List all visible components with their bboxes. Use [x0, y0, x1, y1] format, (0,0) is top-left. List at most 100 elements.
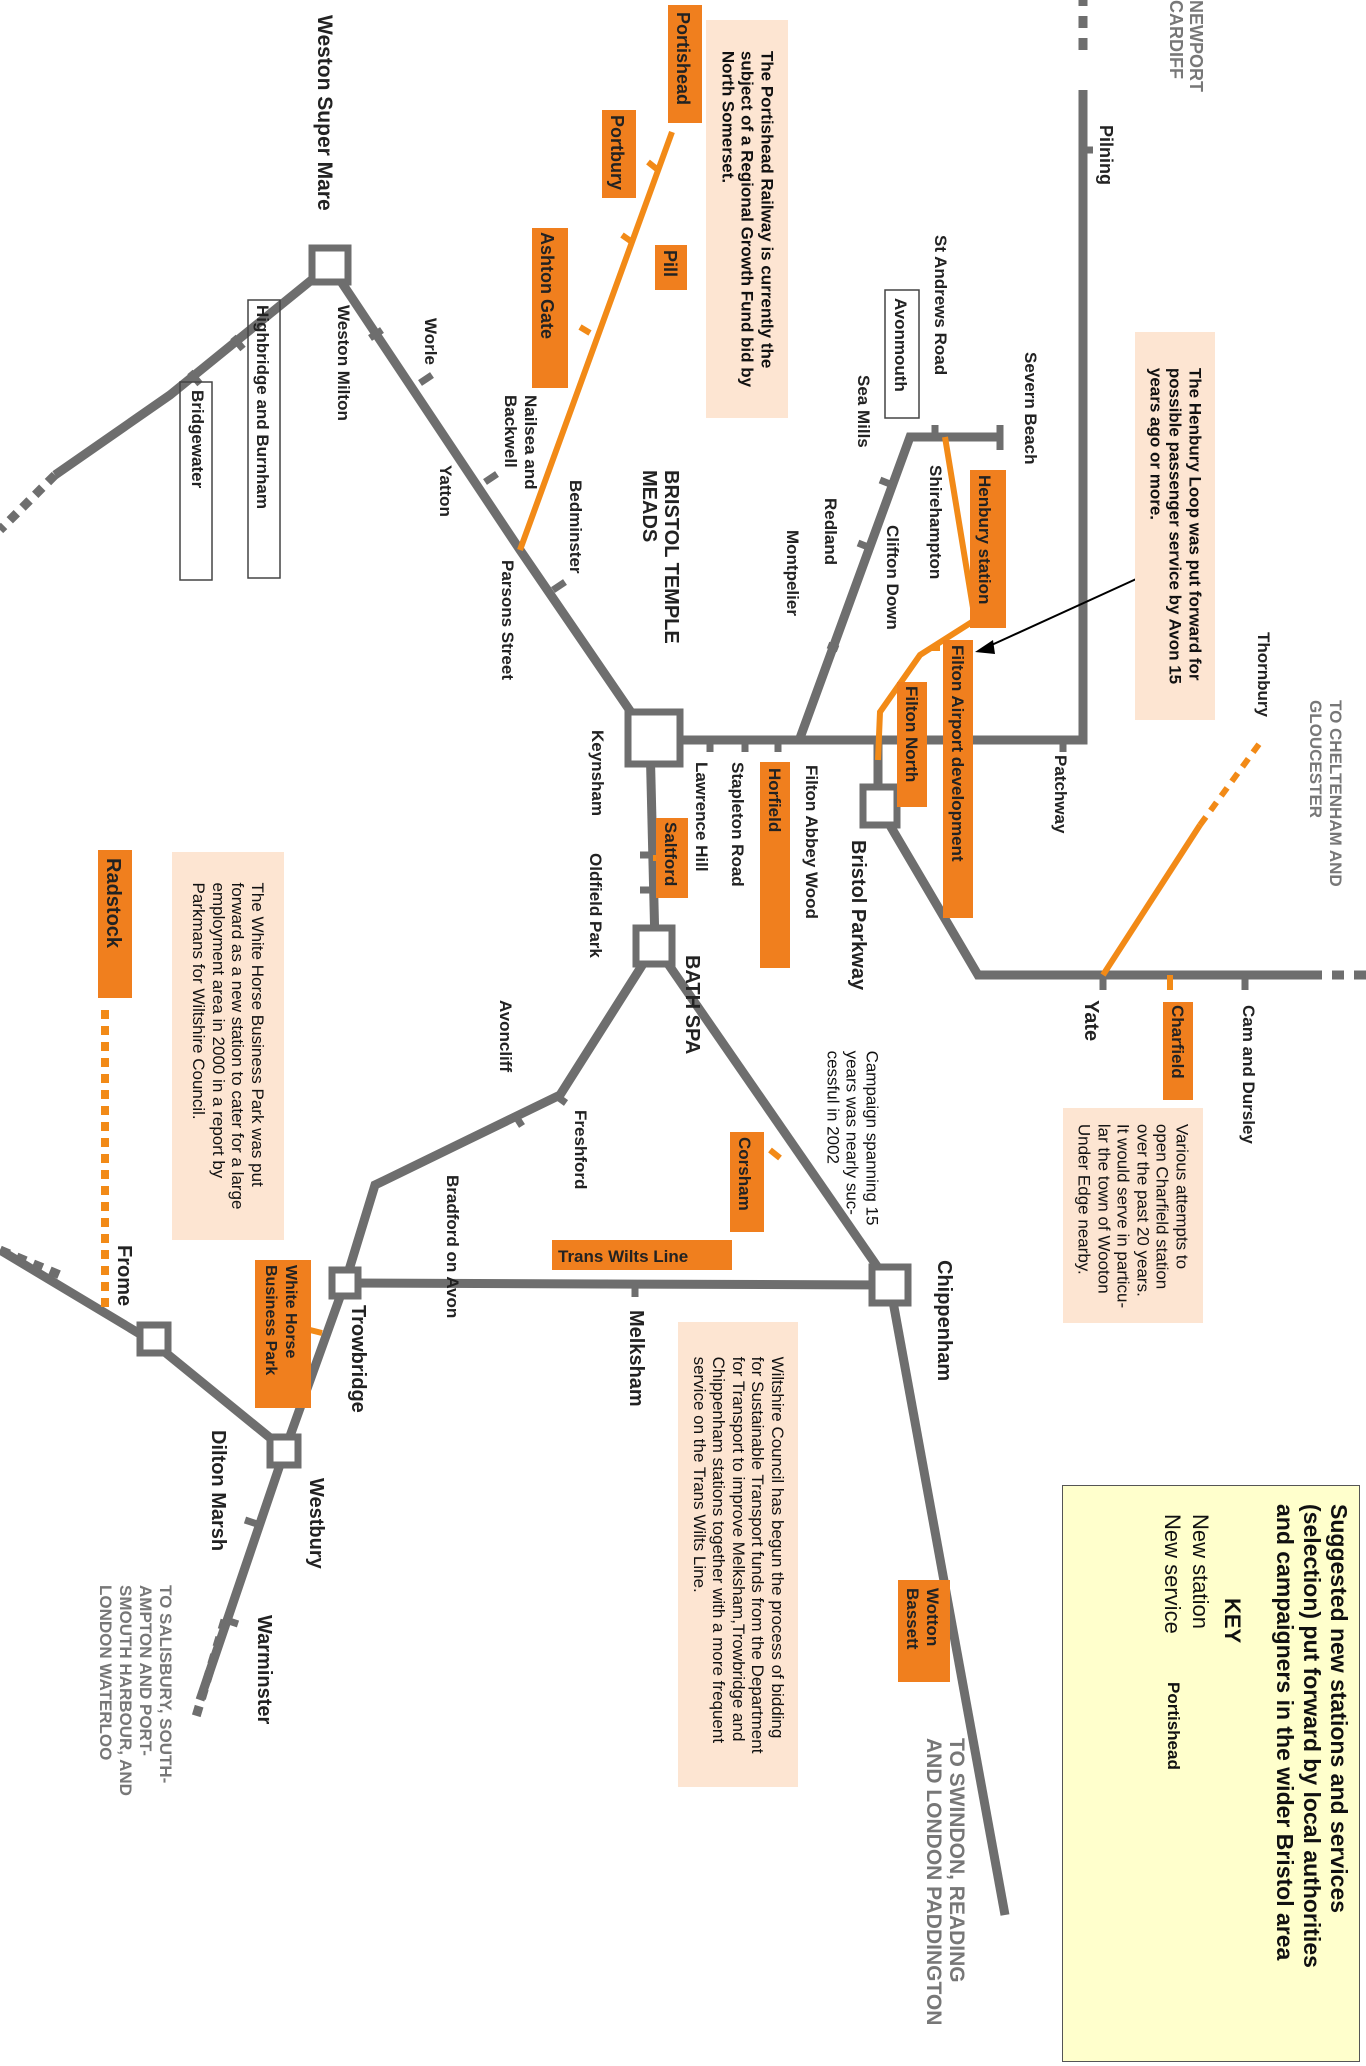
note-henbury-line-3: years ago or more.	[1146, 367, 1166, 521]
key-title-line-1: Suggested new stations and services	[1326, 1504, 1352, 1913]
trowbridge-box	[328, 1266, 362, 1300]
note-portishead-line-3: North Somerset.	[718, 50, 738, 184]
label-melksham: Melksham	[625, 1310, 647, 1407]
label-sea-mills: Sea Mills	[854, 375, 873, 448]
label-yatton: Yatton	[436, 465, 455, 517]
label-pilning: Pilning	[1096, 125, 1116, 185]
note-charfield: Various attempts to open Charfield stati…	[1063, 1108, 1203, 1323]
label-keynsham: Keynsham	[588, 730, 607, 816]
label-parsons-street: Parsons Street	[498, 560, 517, 680]
label-weston-milton: Weston Milton	[334, 305, 353, 421]
note-henbury-line-2: possible passenger service by Avon 15	[1165, 367, 1185, 685]
label-warminster: Warminster	[253, 1615, 275, 1725]
label-temple-meads-l1: BRISTOL TEMPLE	[660, 470, 682, 644]
line-bath-chippenham	[651, 942, 894, 1288]
label-henbury-station: Henbury station	[975, 475, 994, 604]
label-severn-beach: Severn Beach	[1021, 352, 1040, 464]
label-bedminster: Bedminster	[566, 480, 585, 574]
line-wsm-southwest	[52, 261, 333, 479]
label-salisbury-l1: TO SALISBURY, SOUTH-	[156, 1585, 175, 1783]
label-thornbury: Thornbury	[1254, 632, 1273, 718]
note-portishead: The Portishead Railway is currently the …	[706, 20, 788, 418]
note-wiltshire-line-2: for Sustainable Transport funds from the…	[748, 1356, 768, 1753]
note-white-horse: The White Horse Business Park was put fo…	[172, 852, 284, 1240]
label-temple-meads-l2: MEADS	[638, 470, 660, 542]
label-white-horse-l2: Business Park	[262, 1265, 279, 1375]
label-patchway: Patchway	[1051, 755, 1070, 834]
label-bath-spa: BATH SPA	[681, 955, 703, 1054]
key-text: Suggested new stations and services (sel…	[1160, 1504, 1352, 1968]
weston-super-mare-box	[308, 244, 352, 286]
label-frome: Frome	[113, 1245, 135, 1306]
chippenham-box	[868, 1263, 912, 1307]
note-white-horse-line-4: Parkmans for Wiltshire Council.	[189, 882, 209, 1120]
thornbury-dash	[1197, 738, 1265, 827]
line-severn-beach	[795, 432, 1000, 740]
portishead-line	[517, 130, 675, 552]
label-pill: Pill	[660, 250, 680, 277]
label-nailsea-l1: Nailsea and	[521, 395, 540, 490]
label-bridgewater: Bridgewater	[188, 390, 207, 489]
label-newport-l2: CARDIFF	[1166, 0, 1186, 79]
note-white-horse-line-1: The White Horse Business Park was put	[248, 882, 268, 1187]
label-oldfield-park: Oldfield Park	[586, 853, 605, 958]
label-worle: Worle	[421, 318, 440, 365]
label-corsham: Corsham	[735, 1137, 754, 1211]
note-wiltshire: Wiltshire Council has begun the process …	[678, 1322, 798, 1787]
note-wiltshire-line-1: Wiltshire Council has begun the process …	[767, 1356, 787, 1738]
line-wsm-southwest-dash	[0, 471, 59, 534]
label-salisbury-l2: AMPTON AND PORT-	[136, 1585, 155, 1756]
label-filton-north: Filton North	[902, 686, 921, 782]
note-charfield-line-5: lar the town of Wooton	[1094, 1123, 1114, 1294]
label-wootton-l1: Wotton	[923, 1588, 942, 1646]
label-ashton-gate: Ashton Gate	[537, 232, 557, 339]
label-shirehampton: Shirehampton	[926, 465, 945, 579]
frome-box	[136, 1321, 172, 1357]
key-title-line-2: (selection) put forward by local authori…	[1299, 1504, 1325, 1968]
note-corsham-line-2: years was nearly suc-	[842, 1050, 862, 1215]
line-frome-dash	[0, 1245, 62, 1280]
label-clifton-down: Clifton Down	[883, 525, 902, 630]
label-horfield: Horfield	[765, 768, 784, 832]
thornbury-line	[1100, 823, 1203, 977]
label-filton-airport: Filton Airport development	[948, 645, 967, 862]
label-radstock: Radstock	[102, 858, 124, 949]
label-filton-abbey-wood: Filton Abbey Wood	[802, 765, 821, 919]
label-trowbridge: Trowbridge	[347, 1305, 369, 1413]
note-wiltshire-line-5: service on the Trans Wilts Line.	[689, 1356, 709, 1593]
note-white-horse-line-2: forward as a new station to cater for a …	[228, 882, 248, 1210]
label-nailsea-l2: Backwell	[501, 395, 520, 468]
label-avonmouth: Avonmouth	[891, 298, 910, 392]
line-parkway	[873, 740, 1310, 980]
label-white-horse-l1: White Horse	[282, 1265, 299, 1358]
label-freshford: Freshford	[571, 1110, 590, 1189]
label-cam-dursley: Cam and Dursley	[1239, 1005, 1258, 1144]
key-sample-station: Portishead	[1164, 1682, 1183, 1770]
station-labels: NEWPORT CARDIFF Pilning Portishead Portb…	[96, 0, 1345, 2025]
new-station-boxes	[98, 5, 1193, 1794]
label-westbury: Westbury	[305, 1478, 327, 1570]
note-charfield-line-4: It would serve in particu-	[1114, 1123, 1133, 1308]
note-charfield-line-3: over the past 20 years.	[1133, 1123, 1153, 1297]
note-white-horse-line-3: employment area in 2000 in a report by	[209, 882, 228, 1179]
interchange-stations	[136, 244, 912, 1469]
label-yate: Yate	[1080, 1000, 1102, 1041]
line-temple-meads-pilning	[650, 90, 1088, 745]
henbury-loop	[875, 436, 979, 761]
note-henbury-line-1: The Henbury Loop was put forward for	[1185, 367, 1205, 681]
label-trans-wilts: Trans Wilts Line	[558, 1247, 688, 1266]
note-charfield-line-1: Various attempts to	[1172, 1123, 1192, 1269]
label-swindon-l1: TO SWINDON, READING	[945, 1738, 968, 1983]
label-saltford: Saltford	[661, 822, 680, 886]
key-title-line-3: and campaigners in the wider Bristol are…	[1272, 1504, 1298, 1961]
note-corsham-line-1: Campaign spanning 15	[862, 1050, 882, 1226]
label-cheltenham-l1: TO CHELTENHAM AND	[1326, 700, 1345, 887]
label-dilton-marsh: Dilton Marsh	[207, 1430, 229, 1551]
note-charfield-line-2: open Charfield station	[1153, 1123, 1173, 1289]
label-highbridge: Highbridge and Burnham	[253, 305, 272, 509]
bristol-parkway-box	[859, 783, 901, 829]
key-new-station: New station	[1188, 1514, 1213, 1629]
note-portishead-line-2: subject of a Regional Growth Fund bid by	[737, 50, 757, 388]
note-wiltshire-line-4: Chippenham stations together with a more…	[709, 1356, 729, 1743]
key-heading: KEY	[1220, 1598, 1245, 1644]
